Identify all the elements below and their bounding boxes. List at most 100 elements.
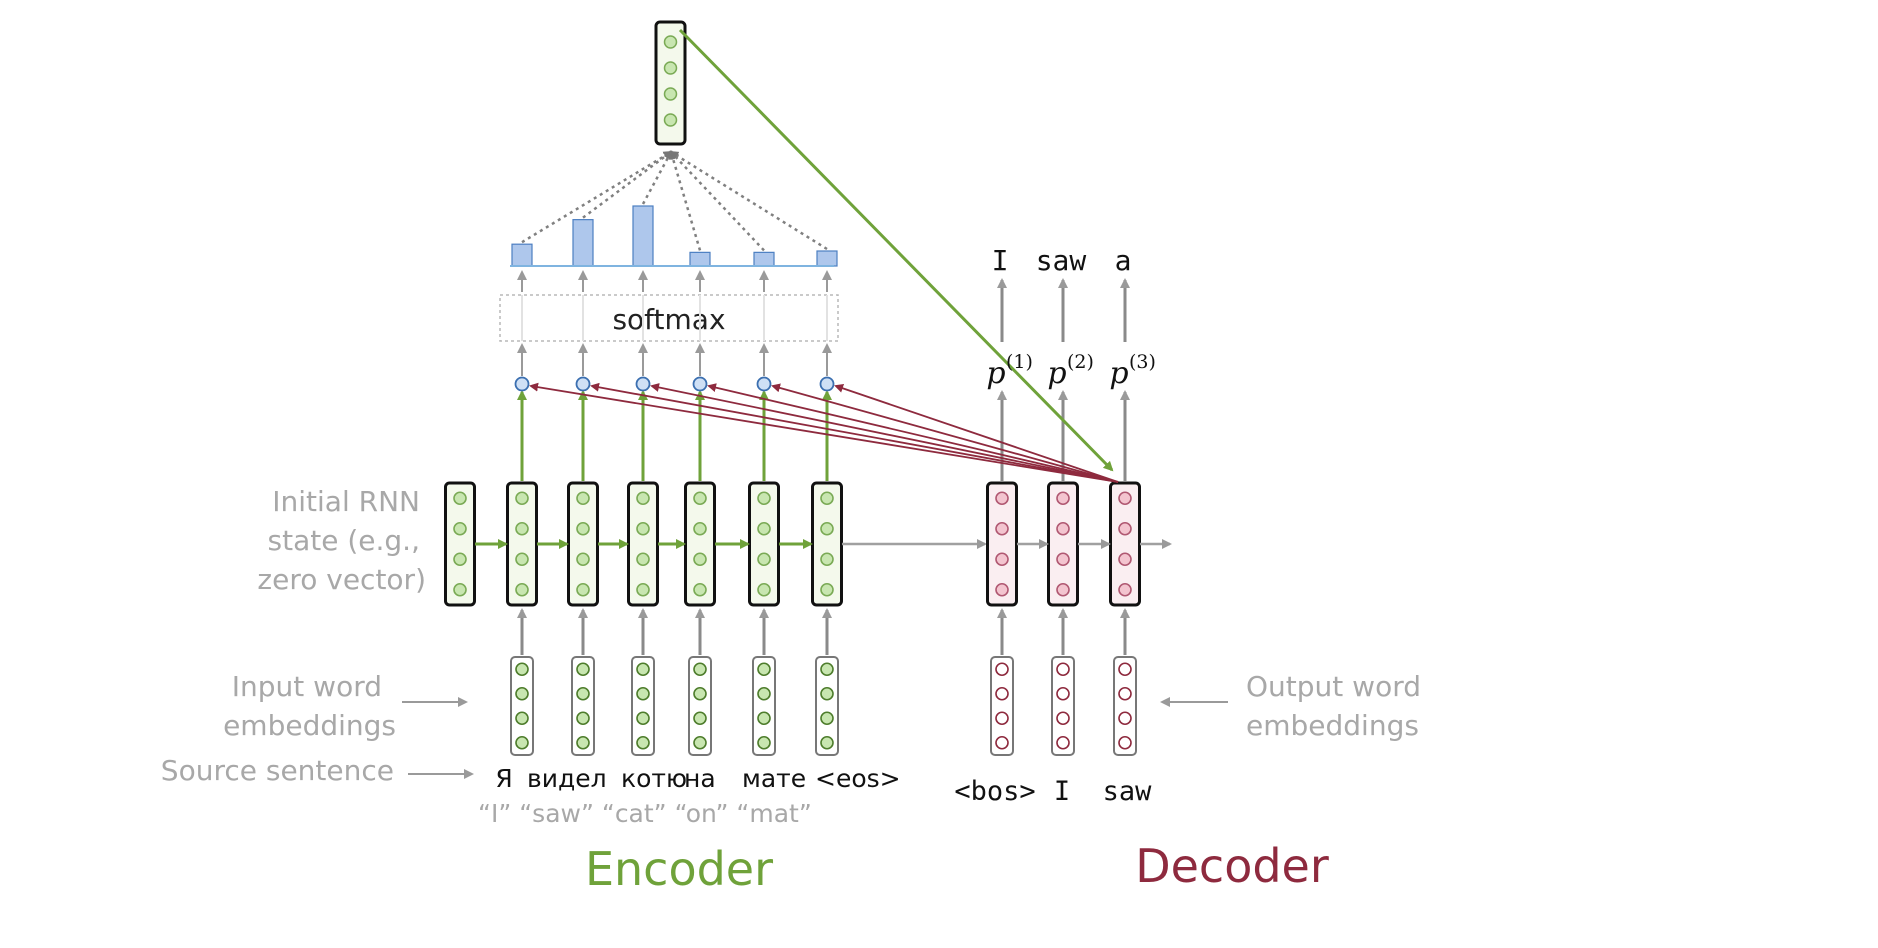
attention-score (692, 376, 708, 392)
vector-unit (1118, 686, 1132, 701)
source-embedding (815, 656, 839, 756)
attention-weight-bar (753, 251, 775, 267)
weighted-sum-line (669, 150, 765, 252)
encoder-hidden-states (444, 481, 987, 607)
vector-unit (995, 582, 1009, 597)
vector-unit (636, 582, 650, 597)
probability-step: (3) (1129, 351, 1156, 373)
weighted-sum-line (668, 150, 702, 251)
svg-text:Source sentence: Source sentence (161, 754, 394, 787)
vector-unit (1118, 521, 1132, 536)
weighted-sum-line (521, 150, 673, 244)
source-token: котю (621, 764, 687, 793)
vector-unit (1056, 711, 1070, 726)
svg-text:embeddings: embeddings (1246, 709, 1419, 742)
vector-unit (576, 491, 590, 506)
vector-unit (515, 491, 529, 506)
decoder-hidden-states (986, 278, 1172, 607)
vector-unit (636, 552, 650, 567)
vector-unit (515, 662, 529, 677)
source-token: Я (495, 764, 512, 793)
vector-unit (820, 711, 834, 726)
initial-state (444, 481, 476, 607)
vector-unit (636, 735, 650, 750)
probability-label: p(2) (1047, 351, 1094, 391)
vector-unit (636, 662, 650, 677)
decoder-state (1047, 481, 1079, 607)
softmax-box (499, 294, 839, 342)
svg-text:Input word: Input word (232, 670, 382, 703)
vector-unit (1118, 491, 1132, 506)
vector-unit (576, 686, 590, 701)
vector-unit (1118, 662, 1132, 677)
decoder-input-token: <bos> (954, 776, 1035, 807)
vector-unit (995, 521, 1009, 536)
vector-unit (995, 662, 1009, 677)
vector-unit (820, 552, 834, 567)
vector-unit (453, 491, 467, 506)
encoder-state (748, 481, 780, 607)
context-vector (654, 20, 687, 146)
weighted-sum-line (669, 150, 828, 251)
attention-score (819, 376, 835, 392)
encoder-state (627, 481, 659, 607)
attention-scores (514, 270, 835, 481)
source-embedding (688, 656, 712, 756)
vector-unit (1056, 686, 1070, 701)
attention-score (575, 376, 591, 392)
probability-label: p(3) (1109, 351, 1156, 391)
vector-unit (757, 582, 771, 597)
source-embedding (752, 656, 776, 756)
vector-unit (636, 686, 650, 701)
probability-step: (2) (1067, 351, 1094, 373)
vector-unit (1056, 582, 1070, 597)
vector-unit (693, 735, 707, 750)
vector-unit (453, 521, 467, 536)
target-embedding (1051, 656, 1075, 756)
vector-unit (693, 711, 707, 726)
attention-query-line (707, 383, 1119, 483)
probability-symbol: p (1109, 356, 1128, 391)
decoder-state (1109, 481, 1141, 607)
weighted-sum-line (641, 150, 673, 205)
weighted-sum-line (582, 150, 673, 219)
vector-unit (693, 521, 707, 536)
attention-score (756, 376, 772, 392)
attention-score (514, 376, 530, 392)
vector-unit (693, 662, 707, 677)
attention-score (635, 376, 651, 392)
vector-unit (1118, 735, 1132, 750)
vector-unit (1118, 552, 1132, 567)
decoder-input-token: saw (1103, 776, 1153, 807)
vector-unit (693, 582, 707, 597)
attention-weight-bar (816, 250, 838, 267)
vector-unit (1118, 582, 1132, 597)
vector-unit (820, 582, 834, 597)
decoder-output-token: a (1115, 244, 1132, 277)
vector-unit (1056, 552, 1070, 567)
vector-unit (757, 552, 771, 567)
probability-labels: p(1)p(2)p(3) (986, 351, 1156, 391)
attention-query-lines (529, 382, 1119, 483)
target-embedding (990, 656, 1014, 756)
vector-unit (453, 582, 467, 597)
vector-unit (693, 552, 707, 567)
vector-unit (757, 686, 771, 701)
vector-unit (820, 491, 834, 506)
vector-unit (1056, 491, 1070, 506)
vector-unit (515, 686, 529, 701)
attention-query-line (529, 382, 1119, 483)
decoder-state (986, 481, 1018, 607)
vector-unit (757, 711, 771, 726)
probability-symbol: p (986, 356, 1005, 391)
source-token: на (684, 764, 716, 793)
vector-unit (636, 491, 650, 506)
svg-text:Initial RNN: Initial RNN (272, 485, 420, 518)
vector-unit (515, 735, 529, 750)
vector-unit (515, 552, 529, 567)
vector-unit (576, 552, 590, 567)
probability-symbol: p (1047, 356, 1066, 391)
